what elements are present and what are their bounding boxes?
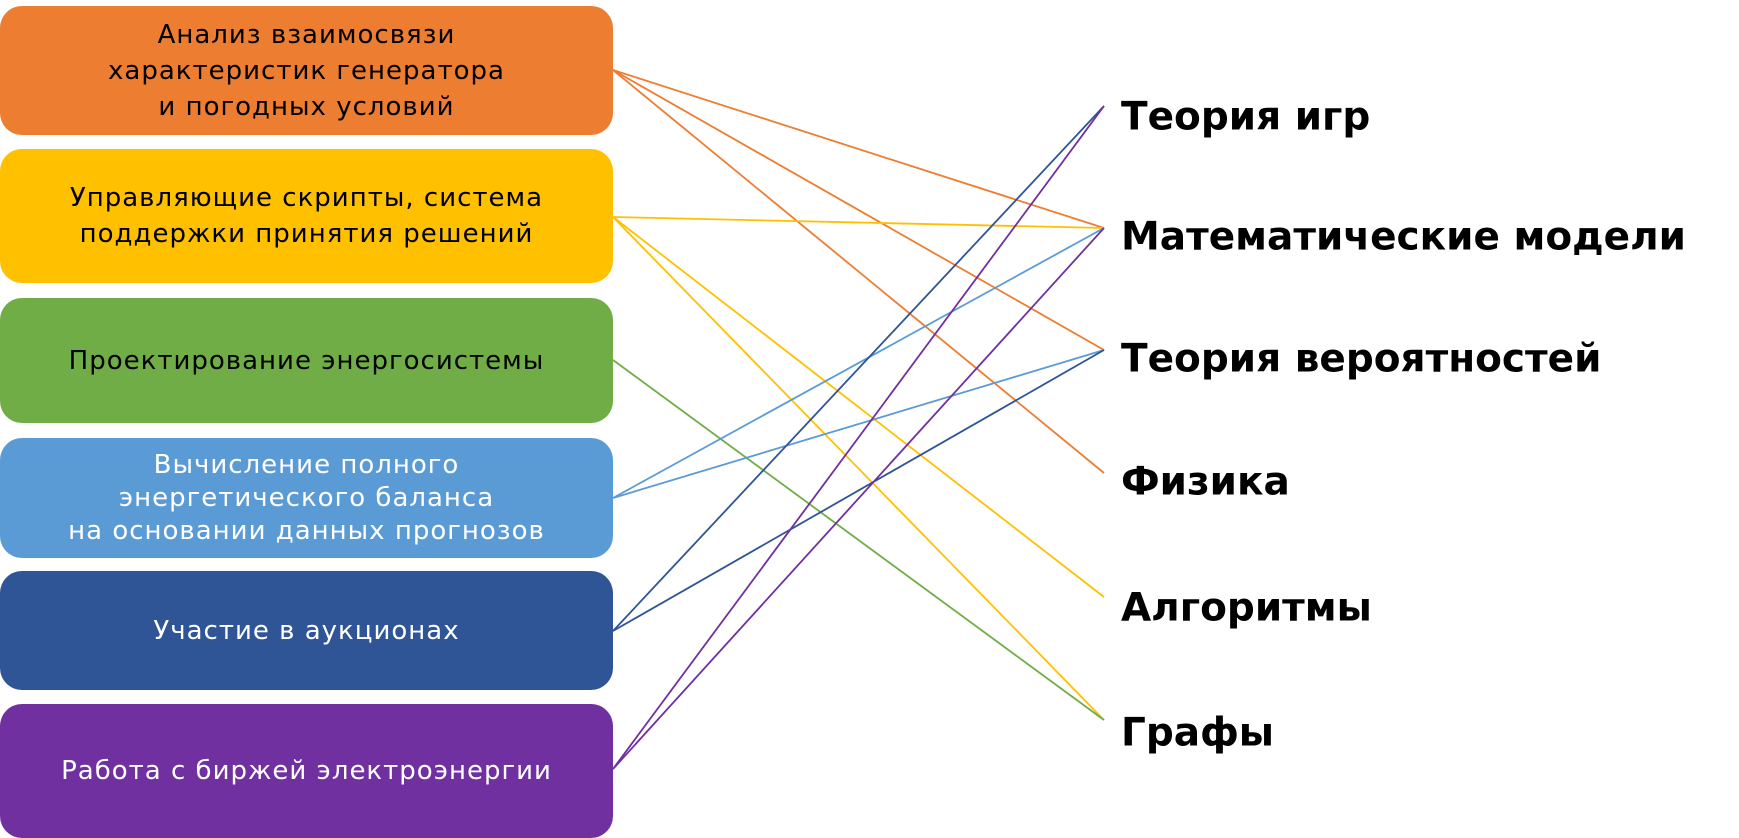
connection-auctions-prob (612, 349, 1105, 632)
connection-analysis-prob (612, 69, 1105, 351)
source-label: Проектирование энергосистемы (68, 345, 545, 376)
source-label: Вычисление полного энергетического балан… (68, 449, 545, 546)
connection-exchange-math (612, 227, 1105, 770)
connection-scripts-graphs (612, 216, 1105, 721)
target-label-algorithms: Алгоритмы (1121, 585, 1372, 631)
target-label-physics: Физика (1121, 459, 1290, 505)
connection-scripts-math (612, 216, 1105, 229)
source-box-analysis: Анализ взаимосвязи характеристик генерат… (0, 6, 613, 135)
source-box-design: Проектирование энергосистемы (0, 298, 613, 423)
source-box-scripts: Управляющие скрипты, система поддержки п… (0, 149, 613, 283)
source-box-exchange: Работа с биржей электроэнергии (0, 704, 613, 838)
source-box-balance: Вычисление полного энергетического балан… (0, 438, 613, 558)
connection-analysis-phys (612, 69, 1105, 474)
source-label: Управляющие скрипты, система поддержки п… (69, 183, 544, 249)
source-label: Работа с биржей электроэнергии (61, 756, 552, 786)
source-label: Анализ взаимосвязи характеристик генерат… (108, 19, 505, 122)
target-label-math-models: Математические модели (1121, 214, 1686, 260)
connection-exchange-game (612, 105, 1105, 770)
connection-auctions-game (612, 105, 1105, 632)
target-label-probability: Теория вероятностей (1121, 336, 1602, 382)
target-label-game-theory: Теория игр (1121, 94, 1371, 140)
target-label-graphs: Графы (1121, 710, 1275, 756)
connection-design-graphs (612, 359, 1105, 721)
source-label: Участие в аукционах (153, 615, 460, 646)
connection-balance-math (612, 227, 1105, 499)
source-box-auctions: Участие в аукционах (0, 571, 613, 690)
connection-balance-prob (612, 349, 1105, 499)
connection-analysis-math (612, 69, 1105, 229)
connection-scripts-algo (612, 216, 1105, 598)
